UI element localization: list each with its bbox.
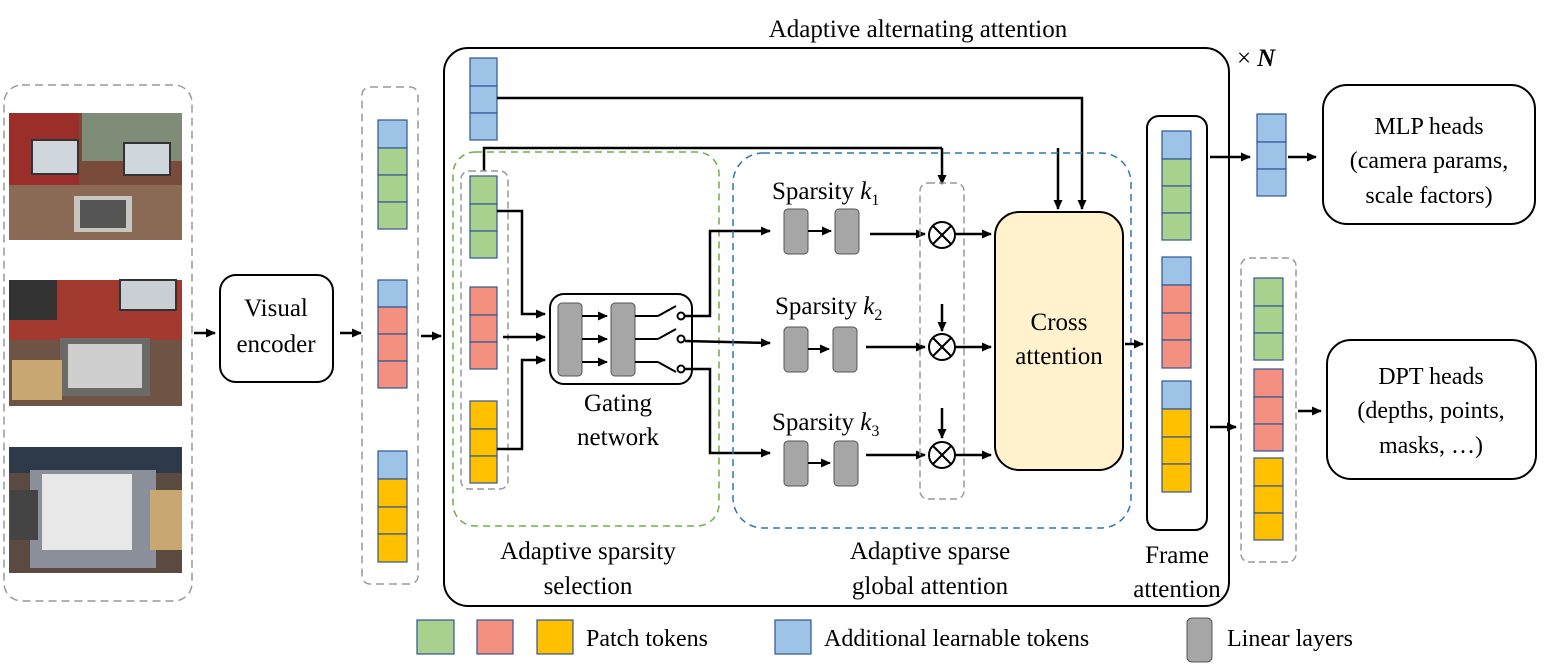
input-images-group — [3, 84, 193, 602]
sparsity-selection-label-2: selection — [544, 573, 633, 600]
dpt-heads-label-1: DPT heads — [1378, 364, 1484, 390]
sparsity-label-1: Sparsity k1 — [772, 178, 879, 209]
cross-attention-label-1: Cross — [1031, 309, 1088, 336]
output-camera-tokens — [1256, 113, 1287, 197]
input-image-3 — [9, 447, 182, 573]
sparse-global-label-1: Adaptive sparse — [850, 538, 1010, 565]
alternating-attention-block — [443, 47, 1230, 607]
legend-blue-swatch — [774, 619, 812, 655]
input-image-2 — [9, 279, 182, 406]
times-symbol: × — [1237, 45, 1251, 72]
sparsity-branch-2 — [783, 326, 858, 373]
legend-patch-tokens: Patch tokens — [586, 626, 708, 652]
dpt-heads-label-3: masks, …) — [1379, 433, 1483, 459]
mlp-heads-label-1: MLP heads — [1374, 114, 1483, 140]
learnable-tokens-top — [469, 57, 498, 141]
repeat-label: ×N — [1237, 45, 1276, 72]
patch-tokens-green — [469, 175, 498, 259]
visual-encoder-label-1: Visual — [244, 295, 308, 322]
sparse-global-label-2: global attention — [852, 573, 1009, 600]
encoder-tokens-group — [361, 86, 419, 585]
sparsity-selection-label-1: Adaptive sparsity — [500, 538, 676, 565]
patch-tokens-yellow — [469, 400, 498, 484]
patch-tokens-group — [460, 170, 509, 490]
legend-green-swatch — [416, 619, 455, 655]
frame-attention-label-2: attention — [1133, 576, 1221, 603]
gating-linear-layer-1 — [557, 302, 583, 377]
switch-icon-2 — [635, 328, 686, 344]
legend-learnable-tokens: Additional learnable tokens — [824, 626, 1089, 652]
dpt-heads-label-2: (depths, points, — [1357, 398, 1504, 424]
sparse-global-attention-region — [732, 152, 1132, 529]
frame-token-stack-2 — [1161, 256, 1192, 369]
sparsity-branch-3 — [783, 440, 859, 487]
repeat-count: N — [1256, 45, 1276, 72]
multiply-icon-3 — [928, 441, 956, 469]
mlp-heads-box — [1322, 84, 1536, 225]
legend-red-swatch — [476, 619, 514, 655]
output-patch-tokens-green — [1253, 277, 1284, 361]
output-patch-tokens-red — [1253, 368, 1284, 452]
mlp-heads-label-2: (camera params, — [1350, 148, 1509, 174]
cross-attention-box — [994, 211, 1124, 471]
frame-attention-label-1: Frame — [1145, 542, 1209, 569]
gating-network-label-1: Gating — [584, 390, 653, 417]
legend-gray-swatch — [1186, 617, 1213, 663]
switch-icon-1 — [635, 305, 686, 321]
sparsity-label-3: Sparsity k3 — [772, 409, 879, 440]
visual-encoder-box — [219, 274, 334, 383]
sparsity-label-2: Sparsity k2 — [775, 293, 882, 324]
encoder-token-stack-3 — [377, 450, 408, 563]
output-patch-tokens-yellow — [1253, 457, 1284, 541]
multiply-icon-2 — [928, 333, 956, 361]
legend: Patch tokens Additional learnable tokens… — [416, 617, 1353, 663]
input-image-1 — [9, 113, 182, 240]
sparsity-selection-region — [452, 151, 720, 527]
dpt-heads-box — [1326, 339, 1537, 480]
gating-network-label-2: network — [577, 424, 659, 451]
legend-linear-layers: Linear layers — [1227, 626, 1353, 652]
frame-token-stack-1 — [1161, 130, 1192, 241]
frame-token-stack-3 — [1161, 380, 1192, 493]
gating-linear-layer-2 — [610, 302, 636, 377]
encoder-token-stack-1 — [377, 119, 408, 230]
multiply-icon-1 — [928, 221, 956, 249]
multiply-group — [919, 182, 965, 500]
patch-tokens-red — [469, 286, 498, 370]
switch-icon-3 — [635, 361, 686, 374]
mlp-heads-label-3: scale factors) — [1365, 183, 1492, 209]
legend-yellow-swatch — [536, 619, 574, 655]
diagram-title: Adaptive alternating attention — [769, 16, 1068, 43]
cross-attention-label-2: attention — [1015, 343, 1103, 370]
visual-encoder-label-2: encoder — [236, 331, 316, 358]
encoder-token-stack-2 — [377, 279, 408, 389]
